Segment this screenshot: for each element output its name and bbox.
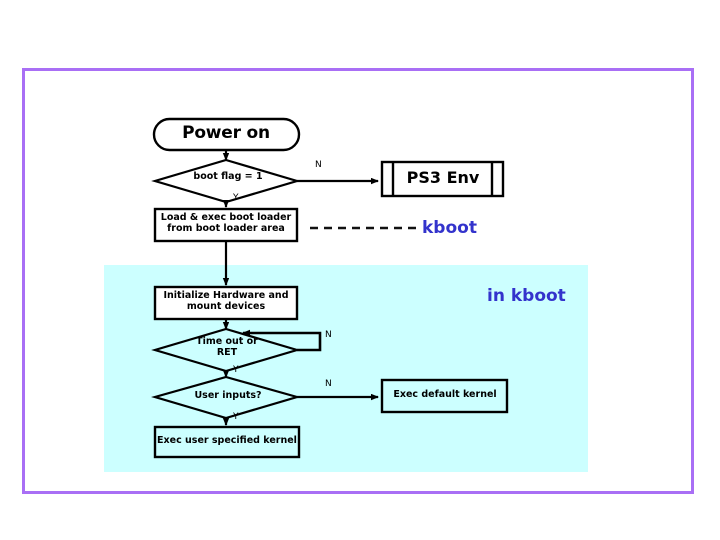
node-user-inputs xyxy=(151,375,301,420)
node-time-out xyxy=(151,327,301,373)
slide-border-frame xyxy=(22,68,694,494)
node-exec-default xyxy=(380,378,509,414)
node-load-exec xyxy=(153,207,299,243)
node-power-on xyxy=(152,117,301,152)
node-init-hw xyxy=(153,285,299,321)
node-ps3-env xyxy=(380,160,505,198)
node-exec-user xyxy=(153,425,301,459)
edge-timeout-inithw-loop xyxy=(242,329,322,352)
node-boot-flag xyxy=(151,158,301,204)
